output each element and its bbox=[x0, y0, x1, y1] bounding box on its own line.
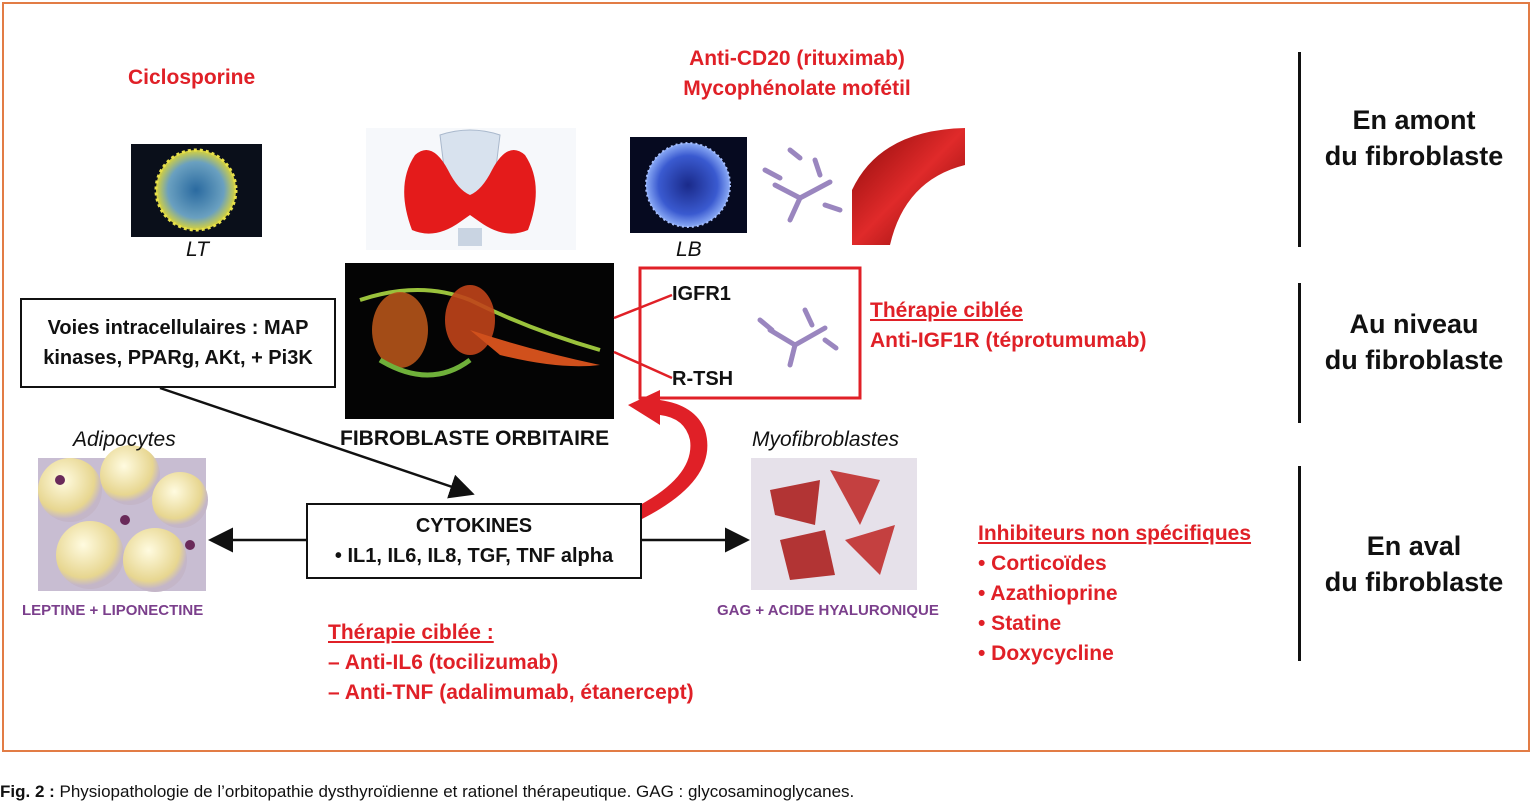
myofibroblasts-image bbox=[751, 458, 917, 590]
rtsh-label: R-TSH bbox=[672, 368, 734, 390]
myofibroblasts-title: Myofibroblastes bbox=[752, 428, 900, 451]
level-divider bbox=[1298, 283, 1301, 423]
blood-vessel-image bbox=[852, 128, 965, 245]
level-upstream-line-2: du fibroblaste bbox=[1324, 141, 1504, 171]
level-downstream-line-2: du fibroblaste bbox=[1324, 567, 1504, 597]
adipocytes-title: Adipocytes bbox=[73, 428, 176, 451]
figure-frame bbox=[2, 2, 1530, 752]
cytokines-title: CYTOKINES bbox=[415, 515, 533, 537]
nonspecific-item: • Corticoïdes bbox=[978, 552, 1107, 575]
nonspecific-item: • Statine bbox=[978, 612, 1062, 635]
cytokines-list: • IL1, IL6, IL8, TGF, TNF alpha bbox=[334, 545, 614, 567]
nonspecific-title: Inhibiteurs non spécifiques bbox=[978, 522, 1252, 545]
adipocytes-image bbox=[38, 445, 208, 592]
lymphocyte-b-image bbox=[630, 137, 747, 233]
thyroid-image bbox=[366, 128, 576, 250]
pathways-line-1: Voies intracellulaires : MAP bbox=[47, 317, 309, 339]
igfr1-label: IGFR1 bbox=[672, 283, 731, 305]
figure-caption: Fig. 2 : Physiopathologie de l’orbitopat… bbox=[0, 782, 854, 802]
igf1r-therapy-title: Thérapie ciblée bbox=[870, 299, 1023, 322]
level-upstream: En amont du fibroblaste bbox=[1304, 102, 1524, 174]
anti-tnf-item: – Anti-TNF (adalimumab, étanercept) bbox=[328, 681, 694, 704]
antibody-therapy-image bbox=[757, 307, 839, 368]
anti-cd20-label: Anti-CD20 (rituximab) bbox=[689, 47, 905, 70]
caption-text: Physiopathologie de l’orbitopathie dysth… bbox=[54, 782, 855, 801]
pathway-arrow bbox=[159, 386, 475, 499]
igf1r-therapy-drug: Anti-IGF1R (téprotumumab) bbox=[870, 329, 1147, 352]
ciclosporine-label: Ciclosporine bbox=[128, 66, 256, 89]
caption-label: Fig. 2 : bbox=[0, 782, 55, 801]
level-divider bbox=[1298, 52, 1301, 247]
cytokine-therapy-title: Thérapie ciblée : bbox=[328, 621, 494, 644]
receptor-box bbox=[638, 266, 862, 400]
adipocytes-product: LEPTINE + LIPONECTINE bbox=[22, 602, 204, 619]
anti-il6-item: – Anti-IL6 (tocilizumab) bbox=[328, 651, 559, 674]
myofibroblasts-product: GAG + ACIDE HYALURONIQUE bbox=[717, 602, 939, 619]
lymphocyte-t-image bbox=[131, 144, 262, 237]
level-fibroblast: Au niveau du fibroblaste bbox=[1304, 306, 1524, 378]
level-upstream-line-1: En amont bbox=[1352, 105, 1476, 135]
mycophenolate-label: Mycophénolate mofétil bbox=[683, 77, 911, 100]
fibroblast-label: FIBROBLASTE ORBITAIRE bbox=[340, 427, 610, 450]
nonspecific-item: • Azathioprine bbox=[978, 582, 1118, 605]
level-divider bbox=[1298, 466, 1301, 661]
cytokines-box: CYTOKINES • IL1, IL6, IL8, TGF, TNF alph… bbox=[306, 503, 642, 579]
level-fibroblast-line-1: Au niveau bbox=[1349, 309, 1479, 339]
lb-label: LB bbox=[676, 238, 702, 261]
feedback-arrow bbox=[628, 390, 708, 520]
fibroblast-image bbox=[345, 263, 614, 419]
antibodies-image bbox=[762, 147, 843, 223]
lt-label: LT bbox=[186, 238, 209, 261]
level-downstream-line-1: En aval bbox=[1366, 531, 1462, 561]
level-fibroblast-line-2: du fibroblaste bbox=[1324, 345, 1504, 375]
nonspecific-item: • Doxycycline bbox=[978, 642, 1114, 665]
level-downstream: En aval du fibroblaste bbox=[1304, 528, 1524, 600]
pathways-line-2: kinases, PPARg, AKt, + Pi3K bbox=[43, 347, 313, 369]
intracellular-pathways-box: Voies intracellulaires : MAP kinases, PP… bbox=[20, 298, 336, 388]
